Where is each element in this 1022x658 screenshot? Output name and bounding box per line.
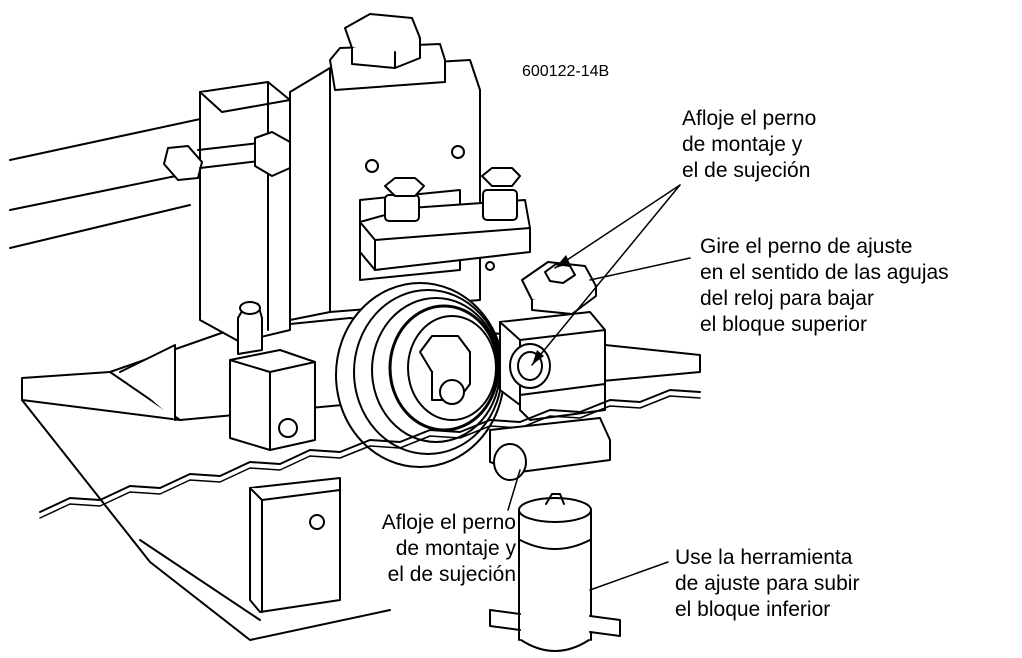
label-turn-bolt-line2: en el sentido de las agujas [700, 261, 949, 284]
label-turn-bolt-line3: del reloj para bajar [700, 287, 874, 310]
label-use-tool-line3: el bloque inferior [675, 598, 831, 621]
arrow-heads [532, 255, 570, 365]
left-guide-block [229, 301, 316, 451]
label-loosen-bottom-line1: Afloje el perno [381, 511, 516, 534]
saw-blade [39, 389, 701, 519]
figure-id: 600122-14B [522, 63, 610, 80]
label-loosen-top-line3: el de sujeción [682, 159, 811, 182]
label-loosen-top-line2: de montaje y [682, 133, 803, 156]
left-bolt [163, 131, 291, 181]
label-loosen-top-line1: Afloje el perno [682, 107, 817, 130]
pulley-wheel [335, 282, 505, 468]
label-use-tool-line1: Use la herramienta [675, 546, 853, 569]
adjustment-tool [489, 493, 621, 652]
frame-rails [9, 117, 206, 249]
leader-lines [507, 184, 691, 591]
label-loosen-top: Afloje el perno de montaje y el de sujec… [682, 106, 816, 184]
label-use-tool-line2: de ajuste para subir [675, 572, 860, 595]
upright-block [289, 59, 481, 321]
label-turn-bolt-line1: Gire el perno de ajuste [700, 235, 913, 258]
label-loosen-bottom-line3: el de sujeción [387, 563, 516, 586]
lower-bracket [249, 417, 611, 613]
label-loosen-bottom-line2: de montaje y [395, 537, 516, 560]
label-turn-bolt: Gire el perno de ajuste en el sentido de… [700, 234, 949, 338]
label-turn-bolt-line4: el bloque superior [700, 313, 867, 336]
label-loosen-bottom: Afloje el perno de montaje y el de sujec… [350, 510, 516, 588]
upper-clamp [359, 167, 531, 271]
top-hex-bolt [329, 13, 446, 91]
label-use-tool: Use la herramienta de ajuste para subir … [675, 545, 859, 623]
